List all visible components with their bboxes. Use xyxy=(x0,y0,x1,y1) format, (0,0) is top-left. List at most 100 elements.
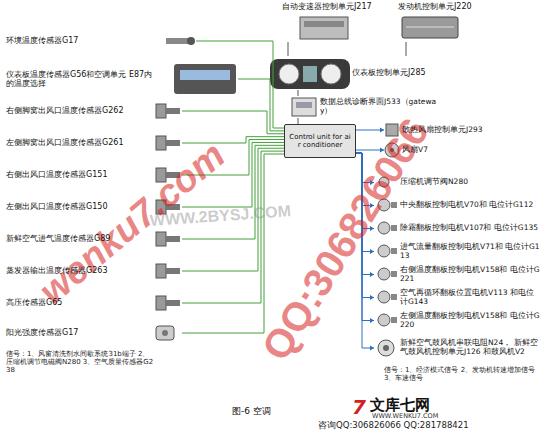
motor-icon xyxy=(391,271,397,277)
motor-icon xyxy=(378,245,390,257)
panel-icon xyxy=(174,64,236,94)
sensor-item: 左侧脚窝出风口温度传感器G261 xyxy=(4,132,182,154)
node-text: 风扇V7 xyxy=(402,146,532,155)
node-text: 进气流量翻板控制电机V71和 电位计G113 xyxy=(400,243,540,260)
sensor-icon xyxy=(166,236,180,242)
gauge xyxy=(279,64,299,84)
ecu-detail xyxy=(406,27,454,28)
motor-icon xyxy=(378,291,390,303)
arrowhead xyxy=(370,346,374,351)
sensor-item: 环境温度传感器G17 xyxy=(4,30,196,52)
node-text: Control unit for air conditioner xyxy=(288,133,352,149)
sensor-icon xyxy=(166,140,180,146)
node-text: 压缩机调节阀N280 xyxy=(400,178,540,187)
logo-text: 文库七网 xyxy=(370,397,430,414)
sensor-icon xyxy=(156,264,166,278)
sun-sensor-icon xyxy=(156,326,174,340)
node-text: 散热风扇控制单元J293 xyxy=(402,126,532,135)
sensor-icon xyxy=(156,104,166,118)
node-text: 发动机控制单元J220 xyxy=(398,2,506,11)
arrowhead xyxy=(370,272,374,277)
ecu-detail xyxy=(304,21,344,27)
control-unit-box: Control unit for air conditioner xyxy=(284,124,356,158)
actuator-item: 新鲜空气鼓风机串联电阻N24， 新鲜空气鼓风机控制单元J126 和鼓风机V2 xyxy=(374,333,542,363)
dashboard-icon xyxy=(270,59,350,89)
actuator-item: 中央翻板控制电机V70和 电位计G112 xyxy=(374,195,542,216)
connector xyxy=(196,41,284,128)
arrowhead xyxy=(380,128,384,133)
connector xyxy=(238,79,284,131)
control-module: 自动变速器控制单元J217 xyxy=(280,2,392,42)
arrowhead xyxy=(370,318,374,323)
sensor-icon xyxy=(156,232,166,246)
sensor-icon xyxy=(187,37,195,45)
control-module: 仪表板控制单元J285 xyxy=(268,56,448,90)
panel-display xyxy=(180,70,230,80)
connector xyxy=(298,90,299,96)
motor-icon xyxy=(391,248,397,254)
gateway-detail xyxy=(296,102,312,108)
actuator-item: 右侧温度翻板控制电机V158和 电位计G221 xyxy=(374,264,542,285)
arrowhead xyxy=(370,249,374,254)
blower-hub xyxy=(383,345,389,351)
sensor-icon xyxy=(166,268,180,274)
motor-icon xyxy=(391,225,397,231)
sun-sensor-icon xyxy=(162,330,168,336)
node-text: 仪表板控制单元J285 xyxy=(352,68,446,77)
node-text: 自动变速器控制单元J217 xyxy=(282,2,390,11)
sensor-icon xyxy=(166,108,180,114)
node-text: 环境温度传感器G17 xyxy=(6,36,156,45)
sensor-icon xyxy=(156,296,166,310)
signal-note: 信号：1、经济模式信号 2、发动机转速增加信号 3、车速信号 xyxy=(384,366,542,382)
logo-mark: 7 xyxy=(352,396,366,419)
motor-icon xyxy=(378,268,390,280)
logo-url: WWW.WENKU7.COM xyxy=(372,413,438,420)
node-text: 阳光强度传感器G17 xyxy=(6,328,150,337)
node-text: 仪表板温度传感器G56和空调单元 E87内的温度选择 xyxy=(6,70,156,88)
arrowhead xyxy=(370,295,374,300)
sensor-item: 右侧脚窝出风口温度传感器G262 xyxy=(4,100,182,122)
sensor-icon xyxy=(156,136,166,150)
ecu-icon xyxy=(402,17,458,38)
connector xyxy=(288,42,289,56)
node-text: 左侧出风口温度传感器G150 xyxy=(6,202,150,211)
actuator-item: 进气流量翻板控制电机V71和 电位计G113 xyxy=(374,241,542,262)
motor-icon xyxy=(378,314,390,326)
node-text: 中央翻板控制电机V70和 电位计G112 xyxy=(400,201,540,210)
blower-icon xyxy=(378,340,394,356)
sensor-item: 阳光强度传感器G17 xyxy=(4,322,182,344)
node-text: 数据总线诊断界面J533（gateway） xyxy=(320,98,448,115)
motor-icon xyxy=(391,294,397,300)
sensor-item: 仪表板温度传感器G56和空调单元 E87内的温度选择 xyxy=(4,62,238,96)
node-text: 左侧脚窝出风口温度传感器G261 xyxy=(6,138,150,147)
node-text: 新鲜空气鼓风机串联电阻N24， 新鲜空气鼓风机控制单元J126 和鼓风机V2 xyxy=(400,339,540,356)
signal-note: 信号：1、风窗清洗剂水间歇系统31b端子 2、压缩机调节电磁阀N280 3、空气… xyxy=(6,350,156,374)
node-text: 左侧温度翻板控制电机V158和 电位计G220 xyxy=(400,312,540,329)
gauge xyxy=(321,64,341,84)
gateway-module: 数据总线诊断界面J533（gateway） xyxy=(290,96,450,118)
gateway-icon xyxy=(292,98,316,116)
node-text: 除霜翻板控制电机V107和 电位计G135 xyxy=(400,224,540,233)
node-text: 右侧出风口温度传感器G151 xyxy=(6,170,150,179)
connector xyxy=(182,111,284,134)
node-text: 高压传感器G65 xyxy=(6,298,150,307)
display xyxy=(303,66,317,82)
actuator-item: 空气再循环翻板位置电机V113 和电位计G143 xyxy=(374,287,542,308)
node-text: 蒸发器输出温度传感器G263 xyxy=(6,266,150,275)
sensor-icon xyxy=(166,300,180,306)
actuator-item: 除霜翻板控制电机V107和 电位计G135 xyxy=(374,218,542,239)
node-text: 空气再循环翻板位置电机V113 和电位计G143 xyxy=(400,289,540,306)
connector xyxy=(356,130,384,131)
control-module: 发动机控制单元J220 xyxy=(398,2,508,42)
actuator-item: 左侧温度翻板控制电机V158和 电位计G220 xyxy=(374,310,542,331)
motor-icon xyxy=(391,317,397,323)
node-text: 新鲜空气进气温度传感器G89 xyxy=(6,234,150,243)
figure-caption: 图-6 空调 xyxy=(232,406,271,416)
ecu-icon xyxy=(300,17,348,39)
node-text: 右侧脚窝出风口温度传感器G262 xyxy=(6,106,150,115)
connector xyxy=(406,42,407,56)
node-text: 右侧温度翻板控制电机V158和 电位计G221 xyxy=(400,266,540,283)
contact-line: 咨询QQ:306826066 QQ:281788421 xyxy=(318,421,469,431)
sensor-item: 高压传感器G65 xyxy=(4,292,182,314)
